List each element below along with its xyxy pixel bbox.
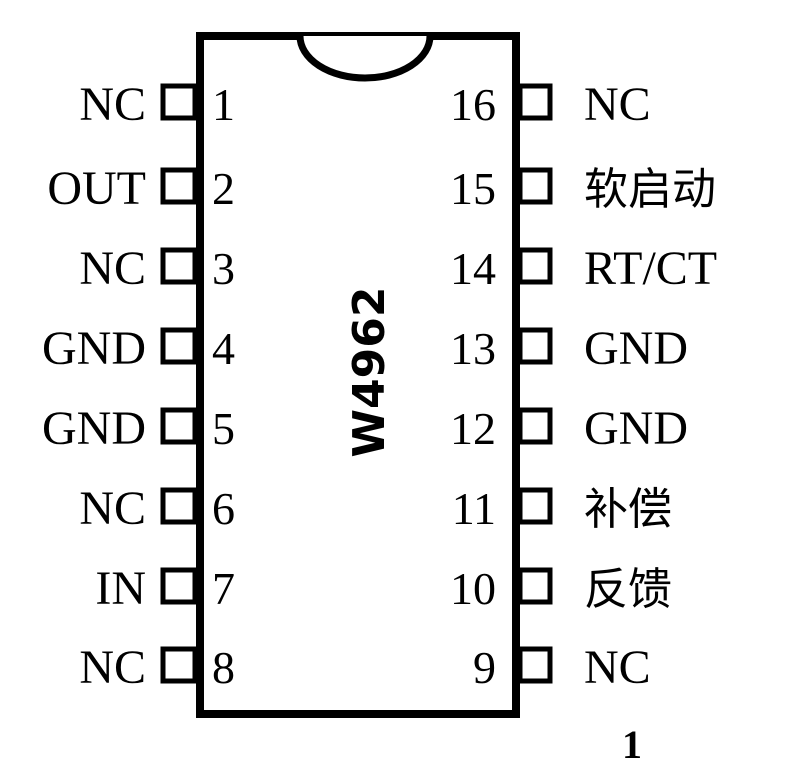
pin-14: 14 RT/CT — [450, 242, 717, 295]
pin-8: NC 8 — [79, 641, 235, 694]
pin-1: NC 1 — [79, 78, 235, 131]
pin-15-name: 软启动 — [584, 164, 716, 215]
pin-6-number: 6 — [212, 483, 235, 534]
pin-14-number: 14 — [450, 243, 496, 294]
pin-10: 10 反馈 — [450, 563, 672, 615]
pin-4-name: GND — [42, 322, 146, 375]
pin-16: 16 NC — [450, 78, 651, 131]
pin-16-pad — [517, 83, 553, 121]
chip-notch — [296, 35, 434, 82]
pin-7-name: IN — [95, 562, 146, 615]
pin-12-number: 12 — [450, 403, 496, 454]
pin-12-name: GND — [584, 402, 688, 455]
pin-14-name: RT/CT — [584, 242, 717, 295]
pin-15: 15 软启动 — [450, 163, 716, 215]
pin-4-number: 4 — [212, 323, 235, 374]
pin-2: OUT 2 — [47, 162, 235, 215]
pin-5-pad — [160, 407, 198, 445]
pin-15-number: 15 — [450, 163, 496, 214]
pin-11: 11 补偿 — [452, 483, 672, 535]
pin-15-pad — [517, 167, 553, 205]
pin-7-number: 7 — [212, 563, 235, 614]
pin-13-number: 13 — [450, 323, 496, 374]
pin-7-pad — [160, 567, 198, 605]
pin-4-pad — [160, 327, 198, 365]
page-number: 1 — [622, 722, 642, 760]
pin-5-name: GND — [42, 402, 146, 455]
pin-13: 13 GND — [450, 322, 688, 375]
pin-2-name: OUT — [47, 162, 146, 215]
pin-10-name: 反馈 — [584, 564, 672, 615]
pin-3-number: 3 — [212, 243, 235, 294]
pin-8-pad — [160, 646, 198, 684]
pin-1-pad — [160, 83, 198, 121]
pin-9-number: 9 — [473, 642, 496, 693]
pin-10-number: 10 — [450, 563, 496, 614]
pin-9: 9 NC — [473, 641, 651, 694]
pin-12: 12 GND — [450, 402, 688, 455]
pin-1-name: NC — [79, 78, 146, 131]
pin-2-pad — [160, 167, 198, 205]
pin-6-name: NC — [79, 482, 146, 535]
pin-11-number: 11 — [452, 483, 496, 534]
pin-6: NC 6 — [79, 482, 235, 535]
pin-14-pad — [517, 247, 553, 285]
pin-1-number: 1 — [212, 79, 235, 130]
pin-9-name: NC — [584, 641, 651, 694]
pin-7: IN 7 — [95, 562, 235, 615]
pin-16-name: NC — [584, 78, 651, 131]
pin-13-pad — [517, 327, 553, 365]
pin-8-number: 8 — [212, 642, 235, 693]
pin-3-pad — [160, 247, 198, 285]
pin-5-number: 5 — [212, 403, 235, 454]
pin-9-pad — [517, 646, 553, 684]
pin-4: GND 4 — [42, 322, 235, 375]
pin-6-pad — [160, 487, 198, 525]
pin-5: GND 5 — [42, 402, 235, 455]
pin-2-number: 2 — [212, 163, 235, 214]
pin-8-name: NC — [79, 641, 146, 694]
chip-label: W4962 — [344, 287, 395, 458]
chip-body — [196, 32, 520, 718]
pin-12-pad — [517, 407, 553, 445]
pin-16-number: 16 — [450, 79, 496, 130]
pin-11-name: 补偿 — [584, 484, 672, 535]
pin-3-name: NC — [79, 242, 146, 295]
pin-13-name: GND — [584, 322, 688, 375]
pin-3: NC 3 — [79, 242, 235, 295]
pin-10-pad — [517, 567, 553, 605]
pin-11-pad — [517, 487, 553, 525]
